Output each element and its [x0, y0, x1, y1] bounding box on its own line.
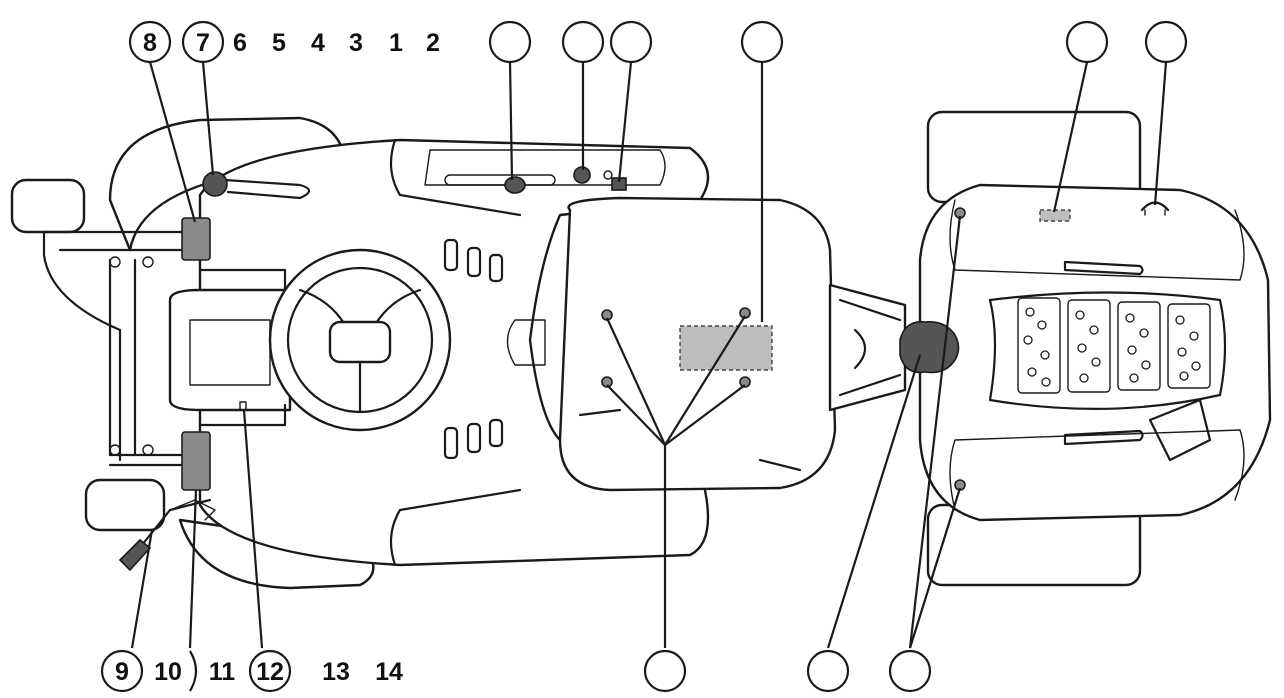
callout-label-7: 7 [196, 29, 210, 57]
label-11: 11 [209, 658, 236, 686]
callout-14 [806, 649, 850, 693]
callout-8: 8 [128, 20, 172, 64]
grille [1017, 297, 1211, 394]
vents-top [443, 238, 504, 283]
callout-10-arc [189, 650, 198, 692]
callout-label-12: 12 [256, 658, 284, 686]
lift-lever[interactable] [202, 171, 311, 200]
callout-4 [609, 20, 653, 64]
label-6: 6 [233, 29, 247, 57]
tilt-handle[interactable] [118, 498, 216, 572]
callout-12: 12 [248, 649, 292, 693]
center-shaft [828, 283, 907, 412]
callout-5 [561, 20, 605, 64]
label-4: 4 [311, 29, 325, 57]
label-2: 2 [426, 29, 440, 57]
pedal-top[interactable] [181, 217, 211, 261]
leader-lines [130, 61, 1168, 649]
callout-label-8: 8 [143, 29, 157, 57]
callout-1 [1065, 20, 1109, 64]
vents-bottom [443, 418, 504, 460]
callout-7: 7 [181, 20, 225, 64]
label-3: 3 [349, 29, 363, 57]
label-1: 1 [389, 29, 403, 57]
hood [918, 183, 1272, 522]
throttle-slider[interactable] [444, 174, 556, 194]
label-14: 14 [375, 658, 403, 686]
callout-label-9: 9 [115, 658, 129, 686]
small-switch[interactable] [239, 401, 247, 411]
callout-13 [643, 649, 687, 693]
seat [506, 196, 837, 492]
callout-3 [740, 20, 784, 64]
label-10: 10 [154, 658, 182, 686]
seat-base [168, 268, 292, 427]
callout-6 [488, 20, 532, 64]
callout-15 [888, 649, 932, 693]
fuel-cap[interactable] [899, 320, 960, 374]
label-5: 5 [272, 29, 286, 57]
label-13: 13 [322, 658, 350, 686]
rear-wheel-top [108, 116, 347, 252]
pedal-bottom[interactable] [181, 431, 211, 491]
callout-2 [1144, 20, 1188, 64]
grass-bag-frame [10, 178, 192, 532]
callout-9: 9 [100, 649, 144, 693]
steering-wheel[interactable] [268, 248, 452, 432]
